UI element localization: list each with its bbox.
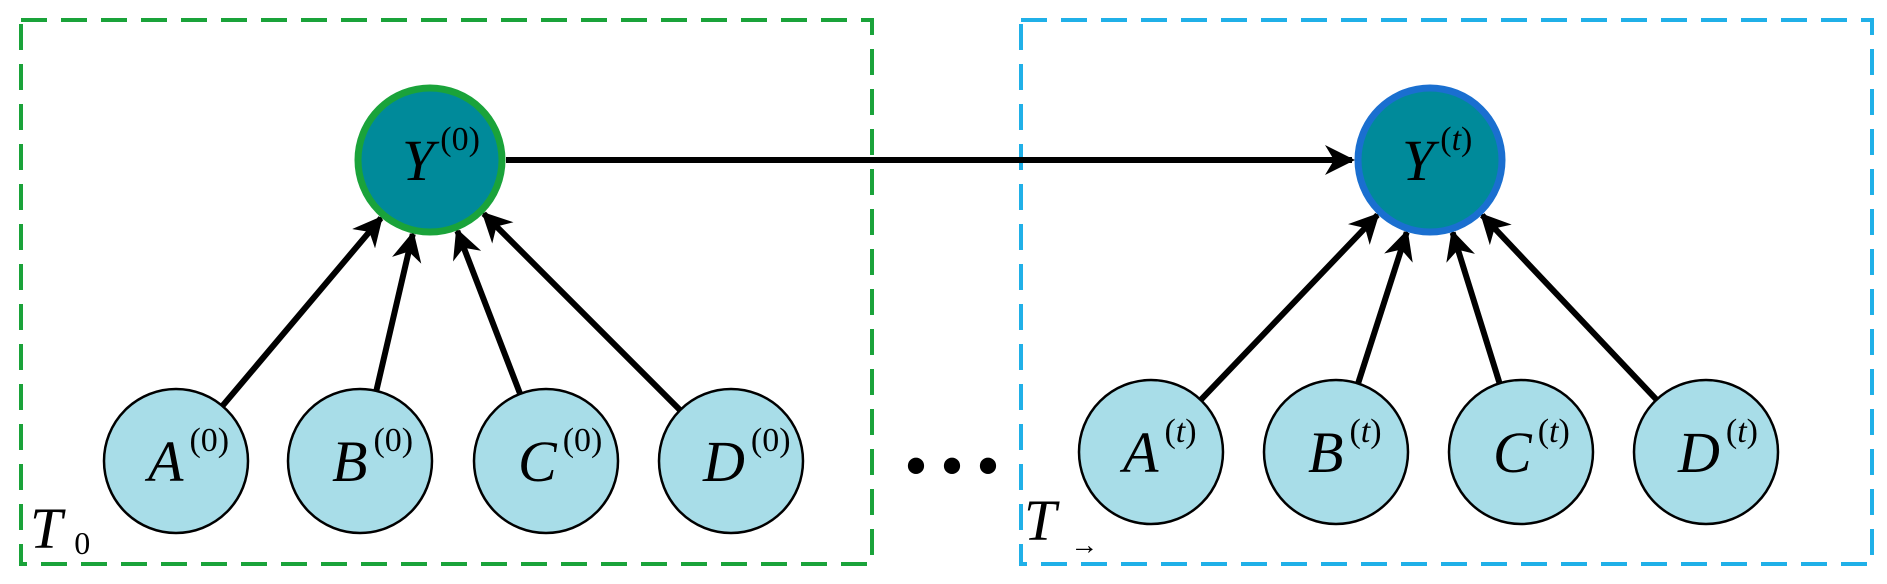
nodes: A(0) B(0) C(0) D(0) Y(0) A(t) B(t) C(t) D(t) Y(t) <box>102 84 1780 535</box>
edge-b-to-y-tt <box>1355 229 1413 385</box>
node-d-tt <box>1632 378 1780 526</box>
node-a-tt-label: A(t) <box>1119 413 1197 485</box>
node-y-t0-label: Y(0) <box>402 121 480 193</box>
edge-d-to-y-tt <box>1480 213 1659 402</box>
node-b-tt <box>1262 378 1410 526</box>
edges <box>220 145 1659 413</box>
node-a-tt <box>1077 378 1225 526</box>
edge-b-to-y-t0 <box>373 231 422 392</box>
node-y-tt-label: Y(t) <box>1402 121 1472 193</box>
node-b-tt-label: B(t) <box>1308 413 1382 485</box>
node-c-tt <box>1447 378 1595 526</box>
node-c-t0 <box>472 387 620 535</box>
frame-t0-border <box>19 18 874 566</box>
node-b-t0-label: B(0) <box>332 422 413 494</box>
edge-c-to-y-t0 <box>453 228 523 395</box>
edge-c-to-y-tt <box>1446 229 1503 385</box>
node-a-t0 <box>102 387 250 535</box>
node-d-t0-label: D(0) <box>702 422 791 494</box>
node-a-t0-label: A(0) <box>144 422 229 494</box>
node-b-t0 <box>286 387 434 535</box>
node-y-tt <box>1354 84 1506 236</box>
node-c-tt-label: C(t) <box>1493 413 1570 485</box>
node-d-t0 <box>657 387 805 535</box>
node-c-t0-label: C(0) <box>518 422 602 494</box>
ellipsis: • • • <box>905 433 998 499</box>
frame-tt-border <box>1019 18 1874 566</box>
node-y-t0 <box>354 84 506 236</box>
frame-tt-label: T→ <box>1024 488 1098 561</box>
edge-a-to-y-tt <box>1198 212 1380 403</box>
edge-a-to-y-t0 <box>220 215 384 408</box>
edge-d-to-y-t0 <box>481 211 683 413</box>
node-d-tt-label: D(t) <box>1677 413 1758 485</box>
